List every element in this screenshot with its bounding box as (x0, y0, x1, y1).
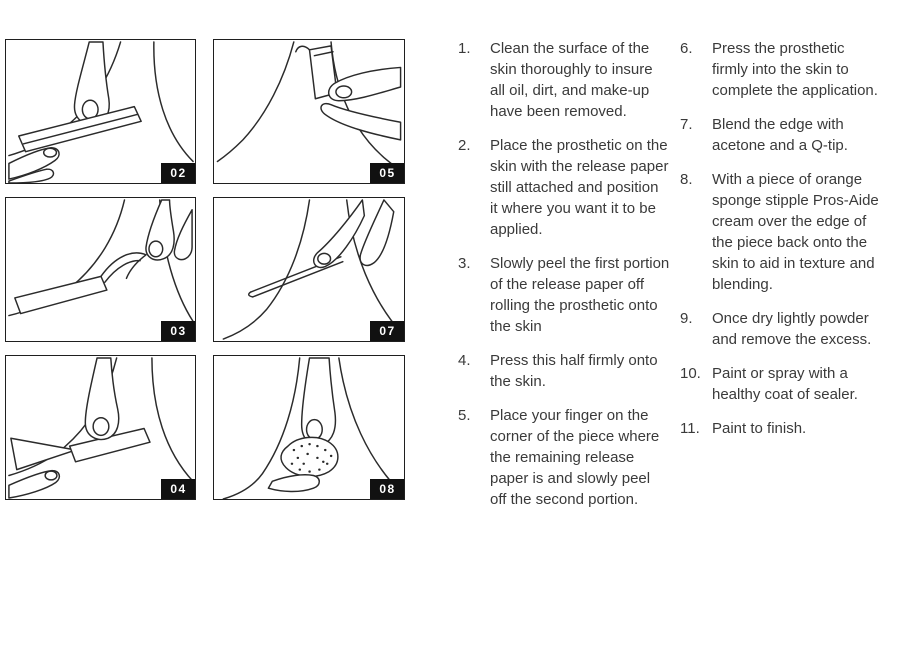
instruction-number: 10. (680, 365, 701, 382)
instruction-number: 8. (680, 171, 693, 188)
instruction-text: Blend the edge with acetone and a Q-tip. (712, 116, 848, 154)
instruction-number: 11. (680, 420, 700, 437)
instruction-number: 3. (458, 255, 471, 272)
step-number-badge: 03 (161, 321, 195, 341)
pressing-half-with-paper-flap-icon (8, 357, 194, 499)
fingers-pinching-vertical-release-paper-icon (216, 41, 402, 172)
step-number-badge: 07 (370, 321, 404, 341)
instruction-number: 2. (458, 137, 471, 154)
instruction-text: Paint to finish. (712, 420, 807, 437)
instruction-text: With a piece of orange sponge stipple Pr… (712, 171, 879, 293)
instruction-number: 5. (458, 407, 471, 424)
instruction-text: Slowly peel the first portion of the rel… (490, 255, 670, 335)
instruction-item-8: 8. With a piece of orange sponge stipple… (680, 169, 880, 295)
instruction-item-6: 6. Press the prosthetic firmly into the … (680, 38, 880, 101)
instruction-panel-05: 05 (213, 39, 405, 184)
instruction-item-4: 4. Press this half firmly onto the skin. (458, 350, 670, 392)
instruction-panel-03: 03 (5, 197, 196, 342)
step-number-badge: 02 (161, 163, 195, 183)
instruction-number: 7. (680, 116, 693, 133)
stippling-sponge-on-edge-icon (222, 357, 403, 499)
peeling-release-paper-curl-icon (8, 199, 194, 323)
instruction-item-7: 7. Blend the edge with acetone and a Q-t… (680, 114, 880, 156)
instruction-text: Once dry lightly powder and remove the e… (712, 310, 872, 348)
instruction-panel-07: 07 (213, 197, 405, 342)
illustration-panel-grid: 02 05 (5, 39, 405, 500)
instruction-text: Paint or spray with a healthy coat of se… (712, 365, 858, 403)
instruction-item-9: 9. Once dry lightly powder and remove th… (680, 308, 880, 350)
instruction-item-2: 2. Place the prosthetic on the skin with… (458, 135, 670, 240)
instruction-number: 6. (680, 40, 693, 57)
step-number-badge: 05 (370, 163, 404, 183)
instruction-item-11: 11. Paint to finish. (680, 418, 880, 439)
hand-rolling-prosthetic-with-applicator-icon (222, 199, 403, 340)
instruction-item-1: 1. Clean the surface of the skin thoroug… (458, 38, 670, 122)
step-number-badge: 08 (370, 479, 404, 499)
instruction-item-5: 5. Place your finger on the corner of th… (458, 405, 670, 510)
instruction-number: 9. (680, 310, 693, 327)
instruction-item-10: 10. Paint or spray with a healthy coat o… (680, 363, 880, 405)
step-number-badge: 04 (161, 479, 195, 499)
instruction-text: Clean the surface of the skin thoroughly… (490, 40, 653, 120)
instruction-panel-08: 08 (213, 355, 405, 500)
instructions-column-1: 1. Clean the surface of the skin thoroug… (458, 38, 670, 523)
hands-holding-prosthetic-strip-icon (8, 41, 194, 183)
instruction-number: 4. (458, 352, 471, 369)
instructions-column-2: 6. Press the prosthetic firmly into the … (680, 38, 880, 452)
instruction-panel-04: 04 (5, 355, 196, 500)
instruction-text: Place your finger on the corner of the p… (490, 407, 660, 508)
instruction-text: Press the prosthetic firmly into the ski… (712, 40, 878, 99)
instruction-panel-02: 02 (5, 39, 196, 184)
instruction-number: 1. (458, 40, 471, 57)
instruction-text: Place the prosthetic on the skin with th… (490, 137, 669, 238)
instruction-item-3: 3. Slowly peel the first portion of the … (458, 253, 670, 337)
instruction-text: Press this half firmly onto the skin. (490, 352, 658, 390)
